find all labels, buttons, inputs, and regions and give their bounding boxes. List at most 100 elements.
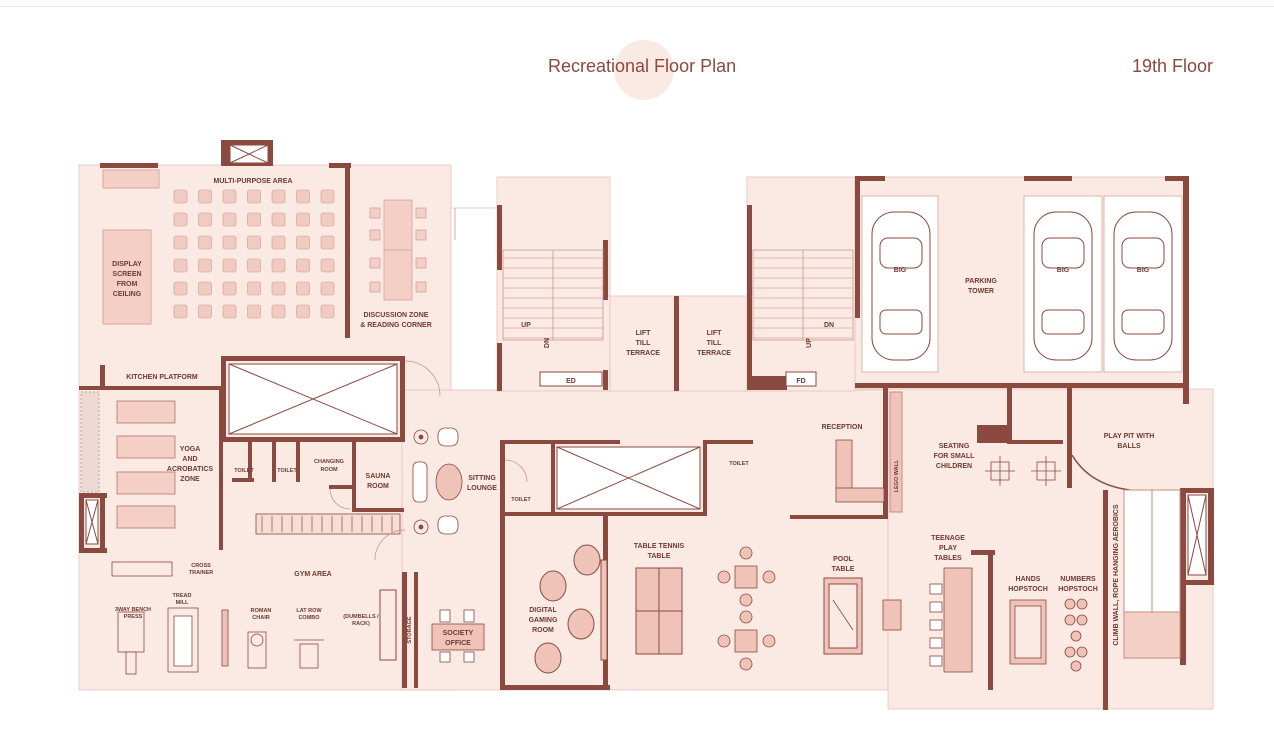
seat: [271, 281, 286, 296]
label-tread-2: MILL: [176, 600, 189, 606]
label-pool-1: POOL: [833, 556, 854, 563]
seat: [296, 189, 310, 204]
display-top-bar: [102, 169, 160, 189]
seat: [198, 235, 212, 250]
reception-desk: [835, 439, 885, 503]
label-tread-1: TREAD: [173, 593, 192, 599]
seat: [173, 189, 188, 204]
label-discussion-2: & READING CORNER: [360, 322, 432, 329]
label-toilet-2: TOILET: [277, 468, 297, 474]
seat: [222, 212, 237, 227]
seat: [271, 304, 286, 319]
label-up-right: UP: [806, 338, 813, 348]
seat: [173, 258, 188, 273]
label-sauna-2: ROOM: [367, 483, 389, 490]
door-swings: [329, 208, 528, 561]
label-society-2: OFFICE: [445, 640, 471, 647]
label-lift-right-2: TILL: [707, 340, 722, 347]
lego-wall-panel: [889, 391, 903, 513]
label-gaming-1: DIGITAL: [529, 607, 557, 614]
label-big-1: BIG: [894, 267, 907, 274]
label-display-2: SCREEN: [112, 271, 141, 278]
label-seating-2: FOR SMALL: [934, 453, 976, 460]
label-roman-1: ROMAN: [251, 608, 272, 614]
seat: [247, 212, 261, 227]
gym-strip-lines: [261, 516, 393, 532]
label-up-left: UP: [521, 322, 531, 329]
label-teen-3: TABLES: [934, 555, 962, 562]
cue-stand: [882, 599, 902, 631]
label-lounge-1: SITTING: [468, 475, 496, 482]
top-divider: [0, 6, 1274, 7]
label-yoga-2: AND: [182, 456, 197, 463]
label-pool-2: TABLE: [832, 566, 855, 573]
seat: [173, 304, 188, 319]
label-hands-2: HOPSTOCH: [1008, 586, 1048, 593]
label-bench-1: 3WAY BENCH: [115, 607, 151, 613]
plan-title: Recreational Floor Plan: [548, 56, 737, 76]
stairs-right: [752, 249, 854, 341]
label-changing-2: ROOM: [320, 467, 338, 473]
label-seating-1: SEATING: [939, 443, 970, 450]
shafts: [85, 144, 1207, 576]
seat: [247, 258, 261, 273]
pool-table: [823, 577, 863, 655]
seat: [320, 258, 335, 273]
label-display-4: CEILING: [113, 291, 142, 298]
seat: [247, 189, 261, 204]
hopscotch: [1009, 598, 1088, 672]
seat: [320, 304, 335, 319]
label-lift-right-3: TERRACE: [697, 350, 731, 357]
display-screen-panel: [102, 229, 152, 325]
seat: [296, 281, 310, 296]
label-cross-1: CROSS: [191, 563, 211, 569]
label-toilet-1: TOILET: [234, 468, 254, 474]
seat: [247, 304, 261, 319]
seat: [320, 212, 335, 227]
label-changing-1: CHANGING: [314, 459, 344, 465]
seat: [320, 235, 335, 250]
lounge-furniture: [412, 427, 463, 535]
label-display-3: FROM: [117, 281, 138, 288]
label-yoga-3: ACROBATICS: [167, 466, 213, 473]
seat: [296, 212, 310, 227]
dumbell-rack: [379, 589, 397, 661]
seat: [271, 235, 286, 250]
title-highlight: [614, 40, 674, 100]
seat: [247, 281, 261, 296]
seat: [198, 189, 212, 204]
discussion-table: [369, 199, 427, 301]
seat: [198, 212, 212, 227]
label-teen-1: TEENAGE: [931, 535, 965, 542]
label-lat-2: COMBO: [298, 615, 320, 621]
seat: [173, 281, 188, 296]
label-lift-right-1: LIFT: [707, 330, 722, 337]
seat: [198, 304, 212, 319]
label-yoga-1: YOGA: [180, 446, 201, 453]
climb-wall-base: [1123, 611, 1181, 659]
label-dumbells-2: RACK): [352, 621, 370, 627]
seat: [320, 281, 335, 296]
cars: [871, 211, 1173, 361]
yoga-mats: [116, 400, 176, 529]
seat: [271, 258, 286, 273]
play-pit-arc: [1071, 454, 1131, 491]
seat: [296, 304, 310, 319]
label-toilet-3: TOILET: [511, 497, 531, 503]
yoga-stone-wall: [80, 391, 100, 493]
label-numbers-2: HOPSTOCH: [1058, 586, 1098, 593]
seat: [320, 189, 335, 204]
teenage-tables: [929, 567, 973, 673]
society-office-desk: [431, 609, 485, 663]
label-bench-2: PRESS: [124, 614, 143, 620]
seat: [222, 189, 237, 204]
label-kitchen: KITCHEN PLATFORM: [126, 374, 198, 381]
label-ed: ED: [566, 378, 576, 385]
seat: [222, 281, 237, 296]
label-dumbells-1: (DUMBELLS /: [343, 614, 379, 620]
gym-equipment: [111, 561, 324, 675]
label-display-1: DISPLAY: [112, 261, 142, 268]
gaming-console: [600, 559, 608, 661]
label-big-2: BIG: [1057, 267, 1070, 274]
